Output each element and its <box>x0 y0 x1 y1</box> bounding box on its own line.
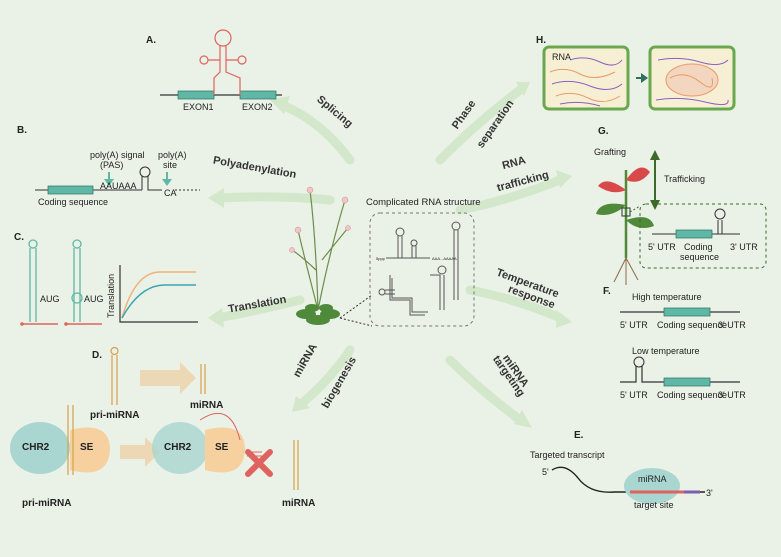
pas-line2: (PAS) <box>100 160 123 170</box>
site-line2: site <box>163 160 177 170</box>
label-polyadenylation: Polyadenylation <box>212 155 297 182</box>
panel-b: B. poly(A) signal (PAS) poly(A) site AAU… <box>17 125 200 207</box>
panel-g-letter: G. <box>598 126 609 137</box>
translation-arrow <box>213 295 305 323</box>
panel-e-letter: E. <box>574 430 584 441</box>
pas-line1: poly(A) signal <box>90 150 145 160</box>
h-rna-label: RNA <box>552 52 571 62</box>
panel-h-letter: H. <box>536 35 546 46</box>
label-rnatraf-1: RNA <box>501 154 527 172</box>
e-three-prime: 3' <box>706 488 713 498</box>
panel-a-letter: A. <box>146 35 156 46</box>
exon1-label: EXON1 <box>183 102 214 112</box>
panel-d-letter: D. <box>92 350 102 361</box>
polyadenylation-arrow <box>213 192 335 205</box>
pri-mirna-label-1: pri-miRNA <box>90 410 139 421</box>
aug1-label: AUG <box>40 294 60 304</box>
chr2-label-2: CHR2 <box>164 442 192 453</box>
rna-trafficking-arrow <box>455 175 565 215</box>
exon2-label: EXON2 <box>242 102 273 112</box>
coding-high: Coding sequence <box>657 320 727 330</box>
temperature-arrow <box>465 285 565 323</box>
aug2-label: AUG <box>84 294 104 304</box>
site-line1: poly(A) <box>158 150 187 160</box>
process-arrows <box>213 85 565 425</box>
panel-c-letter: C. <box>14 232 24 243</box>
center-title: Complicated RNA structure <box>366 197 481 208</box>
center-seq-left: 5ppp <box>376 256 386 261</box>
splicing-arrow <box>277 100 355 165</box>
coding-sequence-label-b: Coding sequence <box>38 197 108 207</box>
mirna-label-2: miRNA <box>282 498 315 509</box>
panel-h: H. RNA <box>536 35 736 111</box>
e-five-prime: 5' <box>542 467 549 477</box>
phase-separation-arrow <box>435 85 525 165</box>
g-coding2: sequence <box>680 252 719 262</box>
chr2-label-1: CHR2 <box>22 442 50 453</box>
panel-e: E. Targeted transcript 5' miRNA target s… <box>530 430 713 510</box>
panel-a: A. EXON1 EXON2 <box>146 29 282 112</box>
se-label-2: SE <box>215 442 229 453</box>
utr3-high: 3' UTR <box>718 320 746 330</box>
center-seq-right: AAA...AAAAA <box>432 256 457 261</box>
panel-c: C. AUG AUG Translation <box>14 232 198 326</box>
panel-f: F. High temperature 5' UTR Coding sequen… <box>603 286 746 400</box>
arabidopsis-plant <box>289 186 351 325</box>
panel-b-letter: B. <box>17 125 27 136</box>
rna-structure-box: Complicated RNA structure 5ppp AAA...AAA… <box>339 197 481 327</box>
utr5-low: 5' UTR <box>620 390 648 400</box>
g-coding1: Coding <box>684 242 713 252</box>
utr5-high: 5' UTR <box>620 320 648 330</box>
mirna-targeting-arrow <box>445 355 525 425</box>
translation-ylabel: Translation <box>106 274 116 318</box>
mirna-biogenesis-arrow <box>295 345 355 410</box>
low-temp-label: Low temperature <box>632 346 700 356</box>
panel-g: G. Grafting Trafficking 5' UTR Coding se… <box>594 126 767 285</box>
targeted-transcript-label: Targeted transcript <box>530 450 605 460</box>
label-mirna-bio-1: miRNA <box>291 342 320 380</box>
ca-label: CA <box>164 188 177 198</box>
g-utr5: 5' UTR <box>648 242 676 252</box>
g-utr3: 3' UTR <box>730 242 758 252</box>
target-site-label: target site <box>634 500 674 510</box>
coding-low: Coding sequence <box>657 390 727 400</box>
pri-mirna-label-2: pri-miRNA <box>22 498 71 509</box>
high-temp-label: High temperature <box>632 292 702 302</box>
mirna-label-1: miRNA <box>190 400 223 411</box>
e-mirna-label: miRNA <box>638 474 667 484</box>
aauaaa-label: AAUAAA <box>100 181 137 191</box>
panel-f-letter: F. <box>603 286 611 297</box>
utr3-low: 3' UTR <box>718 390 746 400</box>
panel-d: D. pri-miRNA miRNA CHR2 SE pri-miRNA CHR… <box>10 346 315 509</box>
trafficking-label: Trafficking <box>664 174 705 184</box>
se-label-1: SE <box>80 442 94 453</box>
grafting-label: Grafting <box>594 147 626 157</box>
cross-icon <box>245 449 273 477</box>
